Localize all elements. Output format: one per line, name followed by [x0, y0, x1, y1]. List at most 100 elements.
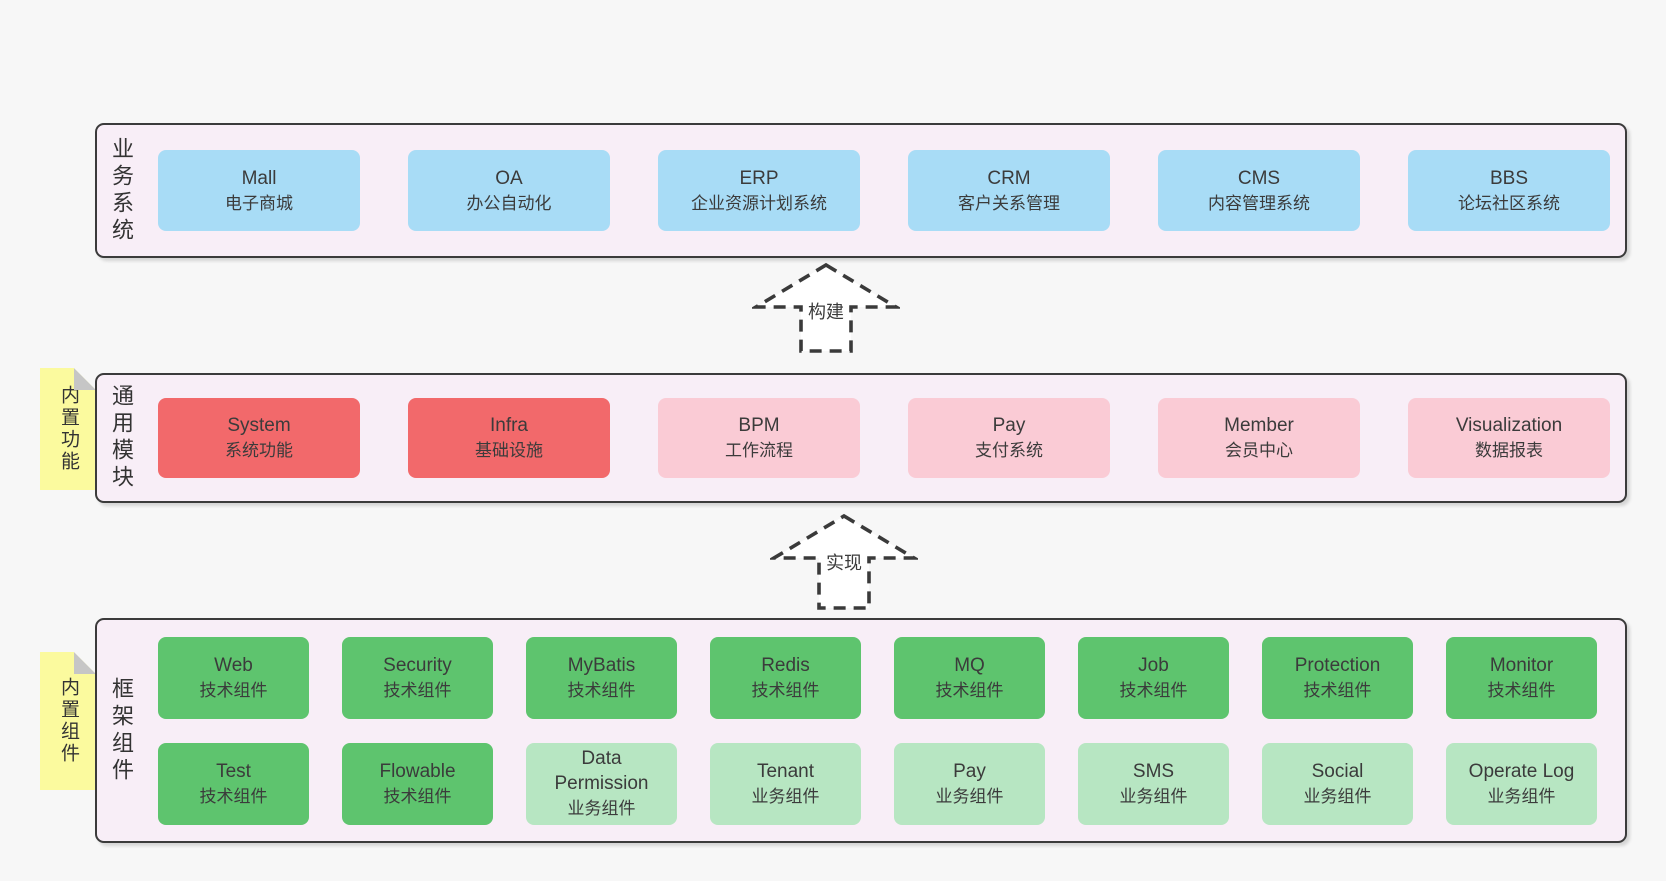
- panel-business-systems: 业务系统 Mall 电子商城 OA 办公自动化 ERP 企业资源计划系统 CRM…: [95, 123, 1627, 258]
- implement-arrow-label: 实现: [826, 553, 862, 573]
- box-title: Web: [214, 654, 253, 676]
- box-subtitle: 业务组件: [567, 799, 636, 818]
- box-social: Social 业务组件: [1262, 742, 1413, 825]
- box-title: BPM: [738, 415, 780, 436]
- box-title: OA: [495, 167, 523, 189]
- box-subtitle: 工作流程: [725, 441, 793, 460]
- panel-common-modules: 通用模块 System 系统功能 Infra 基础设施 BPM 工作流程 Pay…: [95, 373, 1627, 503]
- modules-boxes-row: System 系统功能 Infra 基础设施 BPM 工作流程 Pay 支付系统…: [136, 375, 1625, 501]
- box-subtitle: 业务组件: [1119, 786, 1188, 806]
- box-subtitle: 企业资源计划系统: [691, 193, 827, 213]
- framework-grid: Web 技术组件 Security 技术组件 MyBatis 技术组件 Redi…: [136, 620, 1625, 841]
- box-subtitle: 业务组件: [1487, 786, 1556, 806]
- box-title: CRM: [987, 167, 1031, 189]
- panel-framework-label: 框架组件: [109, 676, 134, 785]
- box-test: Test 技术组件: [158, 742, 309, 825]
- box-subtitle: 技术组件: [567, 680, 636, 700]
- box-title: MQ: [954, 654, 985, 676]
- box-title: System: [227, 415, 291, 436]
- box-subtitle: 技术组件: [1119, 680, 1188, 700]
- sticky-tab-built-in-components: 内置组件: [40, 652, 96, 790]
- box-sms: SMS 业务组件: [1078, 742, 1229, 825]
- box-subtitle: 办公自动化: [466, 193, 552, 213]
- box-title: Security: [383, 654, 452, 676]
- box-title: Data Permission: [554, 748, 649, 794]
- box-flowable: Flowable 技术组件: [342, 742, 493, 825]
- box-subtitle: 业务组件: [935, 786, 1004, 806]
- box-subtitle: 技术组件: [1303, 680, 1372, 700]
- box-crm: CRM 客户关系管理: [908, 150, 1110, 231]
- box-bpm: BPM 工作流程: [658, 398, 860, 478]
- box-title: Member: [1224, 415, 1294, 436]
- box-subtitle: 系统功能: [225, 441, 293, 460]
- framework-row-1: Web 技术组件 Security 技术组件 MyBatis 技术组件 Redi…: [158, 636, 1597, 719]
- box-subtitle: 支付系统: [975, 441, 1043, 460]
- box-subtitle: 基础设施: [475, 441, 543, 460]
- box-title: Pay: [992, 415, 1026, 436]
- box-title: Monitor: [1489, 654, 1554, 676]
- box-member: Member 会员中心: [1158, 398, 1360, 478]
- box-subtitle: 技术组件: [751, 680, 820, 700]
- box-operate-log: Operate Log 业务组件: [1446, 742, 1597, 825]
- box-title: Infra: [489, 415, 529, 436]
- box-mybatis: MyBatis 技术组件: [526, 636, 677, 719]
- box-subtitle: 客户关系管理: [958, 193, 1060, 213]
- up-arrow-icon: 构建: [752, 262, 900, 353]
- box-subtitle: 技术组件: [1487, 680, 1556, 700]
- panel-modules-label: 通用模块: [109, 384, 134, 492]
- box-erp: ERP 企业资源计划系统: [658, 150, 860, 231]
- build-arrow: 构建: [752, 261, 900, 353]
- box-security: Security 技术组件: [342, 636, 493, 719]
- box-title: Redis: [761, 654, 810, 676]
- box-subtitle: 电子商城: [225, 193, 293, 213]
- box-title: MyBatis: [567, 654, 636, 676]
- tab-label: 内置组件: [58, 677, 79, 765]
- box-oa: OA 办公自动化: [408, 150, 610, 231]
- box-title: Job: [1138, 654, 1169, 676]
- box-title: Social: [1311, 760, 1364, 782]
- box-bbs: BBS 论坛社区系统: [1408, 150, 1610, 231]
- box-infra: Infra 基础设施: [408, 398, 610, 478]
- box-mall: Mall 电子商城: [158, 150, 360, 231]
- box-monitor: Monitor 技术组件: [1446, 636, 1597, 719]
- box-subtitle: 业务组件: [751, 786, 820, 806]
- business-boxes-row: Mall 电子商城 OA 办公自动化 ERP 企业资源计划系统 CRM 客户关系…: [136, 125, 1625, 256]
- implement-arrow: 实现: [770, 512, 918, 610]
- box-system: System 系统功能: [158, 398, 360, 478]
- folded-corner-icon: [74, 652, 96, 674]
- panel-framework-components: 框架组件 Web 技术组件 Security 技术组件 MyBatis 技术组件…: [95, 618, 1627, 843]
- build-arrow-label: 构建: [808, 302, 844, 322]
- box-protection: Protection 技术组件: [1262, 636, 1413, 719]
- box-job: Job 技术组件: [1078, 636, 1229, 719]
- box-subtitle: 业务组件: [1303, 786, 1372, 806]
- box-title: CMS: [1237, 167, 1281, 189]
- box-web: Web 技术组件: [158, 636, 309, 719]
- box-title: Protection: [1294, 654, 1381, 676]
- box-title: Tenant: [756, 760, 815, 782]
- box-redis: Redis 技术组件: [710, 636, 861, 719]
- box-title: Pay: [953, 760, 986, 782]
- framework-row-2: Test 技术组件 Flowable 技术组件 Data Permission …: [158, 742, 1597, 825]
- box-subtitle: 技术组件: [935, 680, 1004, 700]
- box-pay-component: Pay 业务组件: [894, 742, 1045, 825]
- box-title: Test: [216, 760, 251, 782]
- box-subtitle: 数据报表: [1475, 441, 1543, 460]
- box-subtitle: 论坛社区系统: [1458, 193, 1560, 213]
- box-title: ERP: [739, 167, 779, 189]
- box-title: Operate Log: [1468, 760, 1575, 782]
- sticky-tab-built-in-features: 内置功能: [40, 368, 96, 490]
- box-mq: MQ 技术组件: [894, 636, 1045, 719]
- box-title: Mall: [241, 167, 277, 189]
- box-title: SMS: [1132, 760, 1175, 782]
- folded-corner-icon: [74, 368, 96, 390]
- box-subtitle: 技术组件: [383, 680, 452, 700]
- box-subtitle: 技术组件: [199, 786, 268, 806]
- box-subtitle: 会员中心: [1225, 441, 1293, 460]
- up-arrow-icon: 实现: [770, 513, 918, 610]
- box-subtitle: 内容管理系统: [1208, 193, 1310, 213]
- box-subtitle: 技术组件: [383, 786, 452, 806]
- box-subtitle: 技术组件: [199, 680, 268, 700]
- box-pay-module: Pay 支付系统: [908, 398, 1110, 478]
- box-data-permission: Data Permission 业务组件: [526, 742, 677, 825]
